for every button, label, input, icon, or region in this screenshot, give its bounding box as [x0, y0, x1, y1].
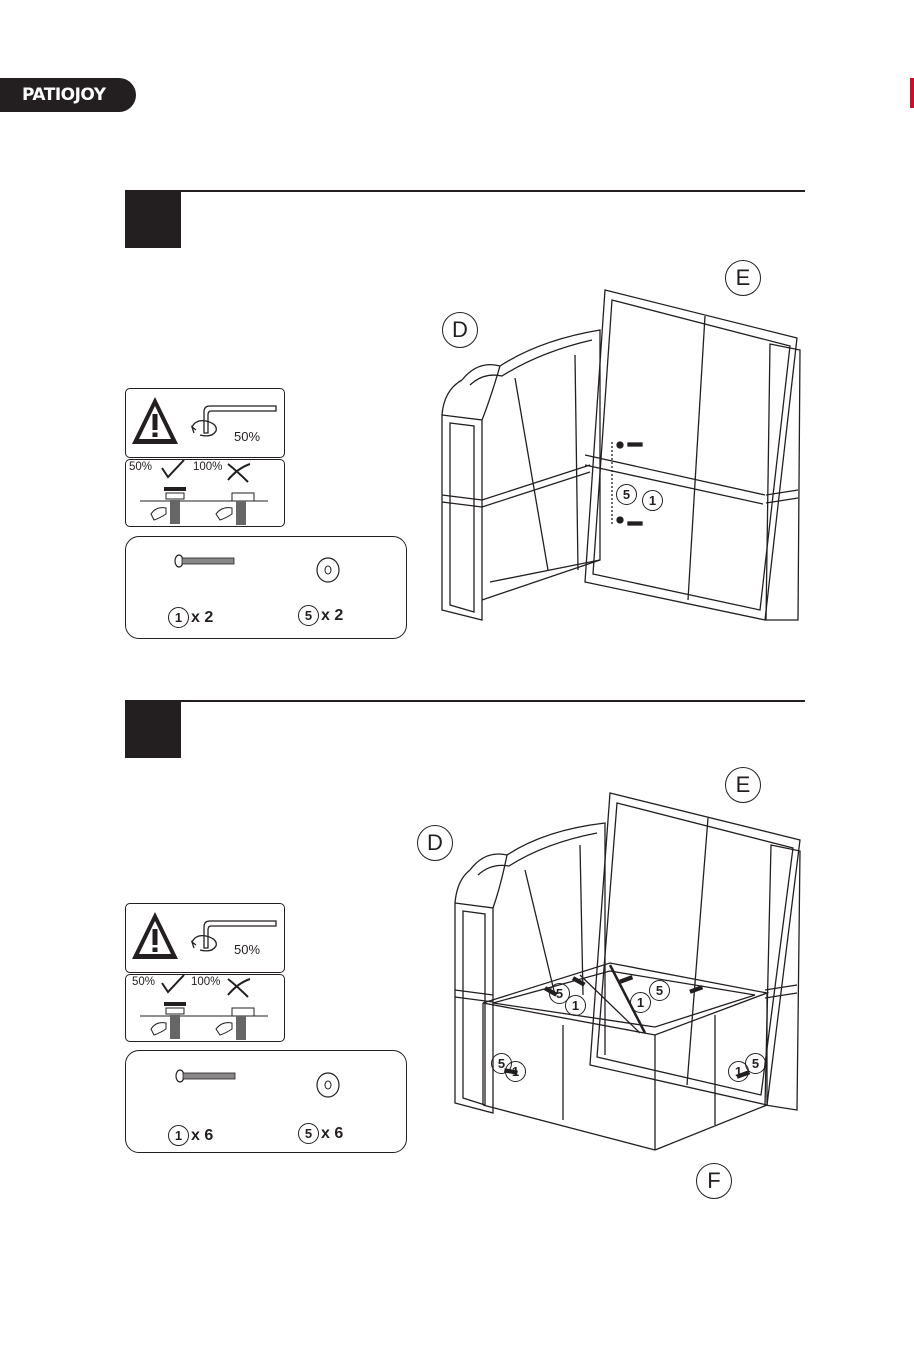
tag-washer: 5	[649, 980, 670, 1001]
bolt-icon	[175, 555, 234, 567]
callout-E: E	[725, 260, 761, 296]
bolt-tight-icon	[216, 493, 254, 525]
assembly-diagram-step-2: E D F 5 1 5 1 5 1 1 5	[415, 765, 815, 1195]
callout-D: D	[417, 825, 453, 861]
tag-bolt: 1	[642, 490, 663, 511]
step-number-box	[125, 192, 181, 248]
check-icon	[162, 460, 184, 477]
check-icon	[162, 975, 184, 992]
tag-bolt: 1	[505, 1061, 526, 1082]
warning-bottom-panel: 50% 100%	[125, 459, 285, 527]
cross-icon	[228, 464, 250, 482]
warning-bottom-panel: 50% 100%	[125, 974, 285, 1042]
torque-percent: 50%	[234, 429, 260, 444]
tag-washer: 5	[745, 1053, 766, 1074]
bolt-hardware	[505, 976, 750, 1078]
cross-icon	[228, 979, 250, 997]
callout-F: F	[696, 1163, 732, 1199]
callout-E: E	[725, 767, 761, 803]
warning-triangle-icon	[132, 912, 178, 959]
warning-top-panel: 50%	[125, 903, 285, 973]
bolt-loose-icon	[151, 487, 186, 524]
tag-washer: 5	[616, 484, 637, 505]
tag-bolt: 1	[565, 995, 586, 1016]
assembly-diagram-step-1: E D 5 1	[430, 260, 830, 630]
page-edge-mark	[910, 78, 914, 108]
warning-top-panel: 50%	[125, 388, 285, 458]
torque-percent: 50%	[234, 942, 260, 957]
step-divider	[125, 700, 805, 702]
bolt-loose-icon	[151, 1002, 186, 1039]
warning-triangle-icon	[132, 397, 178, 444]
callout-D: D	[442, 312, 478, 348]
washer-icon	[317, 558, 339, 582]
step-number-box	[125, 702, 181, 758]
bolt-tight-icon	[216, 1008, 254, 1040]
tag-bolt: 1	[630, 992, 651, 1013]
step-divider	[125, 190, 805, 192]
bolt-icon	[176, 1070, 235, 1082]
washer-icon	[317, 1073, 339, 1097]
brand-logo: PATIOJOY	[0, 78, 136, 112]
